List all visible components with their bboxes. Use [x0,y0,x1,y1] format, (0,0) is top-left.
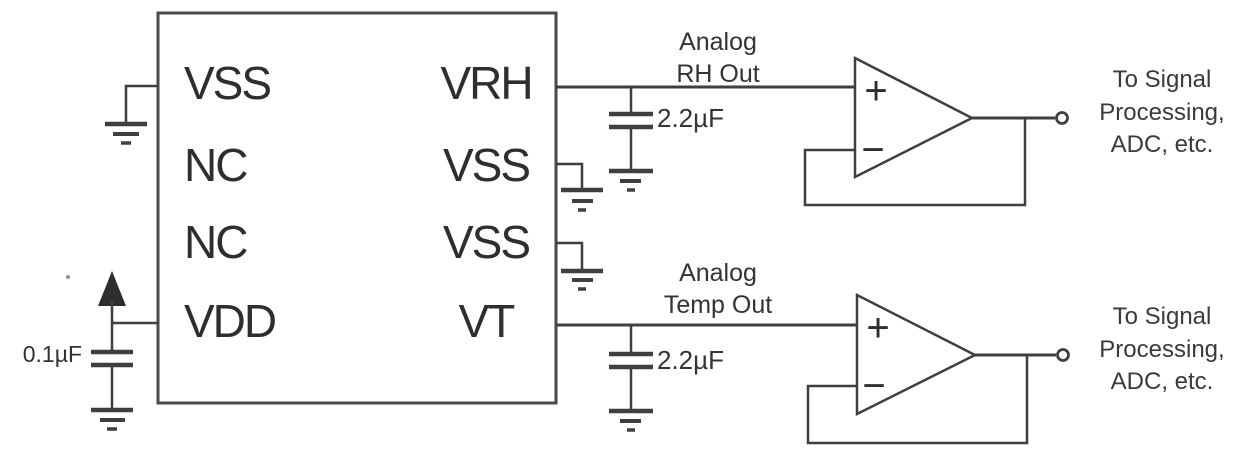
cap-value-temp: 2.2µF [657,345,725,375]
pin-label-vdd: VDD [184,295,277,347]
output-annotation-rh: To Signal Processing, ADC, etc. [1084,64,1240,162]
opamp-temp-plus-sign: + [866,306,890,350]
opamp-rh-feedback-wire [803,118,1027,207]
opamp-temp-minus-sign: − [862,364,886,408]
net-label-analog-temp-out: Analog Temp Out [640,257,796,321]
opamp-rh-minus-sign: − [861,128,885,172]
opamp-rh-plus-sign: + [864,69,888,113]
vss-right2-wire [556,241,584,269]
net-label-rh-line2: RH Out [676,60,760,88]
opamp-rh-triangle-icon [853,55,975,180]
output-rh-line1: To Signal [1112,66,1212,93]
net-label-analog-rh-out: Analog RH Out [640,26,796,90]
pin-label-nc2: NC [184,216,248,268]
vss-right1-wire [556,162,584,188]
output-temp-line3: ADC, etc. [1110,368,1214,395]
pin-label-vss-right2: VSS [442,216,531,268]
opamp-temp-output-terminal-icon [1056,348,1070,362]
pin-label-vt: VT [458,295,516,347]
net-label-rh-line1: Analog [679,28,757,56]
pin-label-vrh: VRH [440,57,533,109]
output-rh-line2: Processing, [1099,98,1225,126]
net-label-temp-line1: Analog [679,259,757,287]
ic-body-outline [156,11,558,405]
output-rh-line3: ADC, etc. [1110,131,1214,158]
output-temp-line2: Processing, [1099,335,1225,363]
supply-arrow-icon [98,271,126,306]
net-label-temp-line2: Temp Out [663,291,773,319]
vss-left-wire [124,84,158,122]
pin-label-nc1: NC [184,139,248,191]
stray-mark [66,275,70,279]
opamp-rh-output-terminal-icon [1055,111,1069,125]
opamp-temp-triangle-icon [855,292,978,417]
pin-label-vss-left: VSS [184,57,272,109]
output-temp-line1: To Signal [1112,303,1212,330]
opamp-temp-feedback-wire [806,355,1029,445]
pin-label-vss-right1: VSS [442,139,531,191]
output-annotation-temp: To Signal Processing, ADC, etc. [1084,301,1240,399]
cap-value-supply: 0.1µF [22,341,82,367]
cap-value-rh: 2.2µF [657,103,725,133]
